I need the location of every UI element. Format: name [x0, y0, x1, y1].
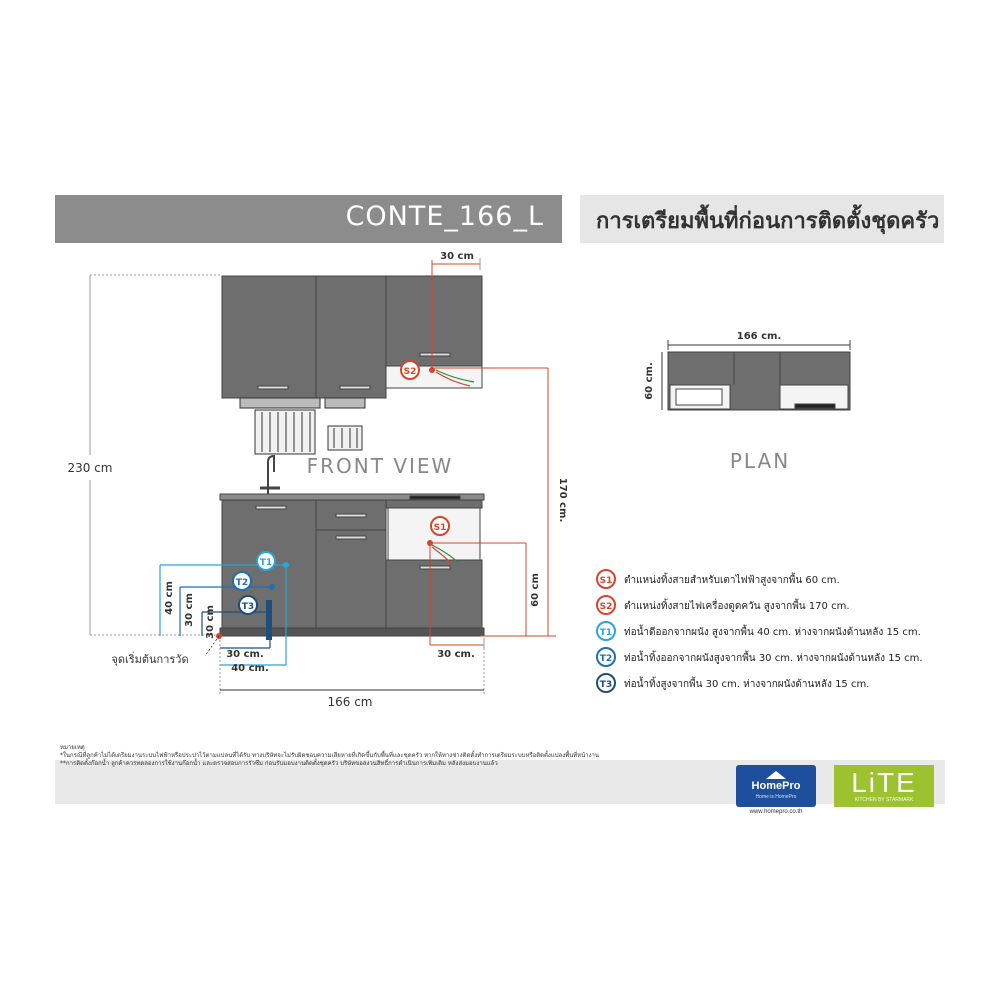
- upper-cabinets: [221, 275, 483, 399]
- svg-text:ตำแหน่งทิ้งสายสำหรับเตาไฟฟ้าสู: ตำแหน่งทิ้งสายสำหรับเตาไฟฟ้าสูงจากพื้น 6…: [624, 572, 840, 586]
- plan-depth-label: 60 cm.: [644, 362, 655, 400]
- svg-text:T3: T3: [600, 680, 612, 690]
- front-view-label: FRONT VIEW: [307, 454, 454, 478]
- notes: หมายเหตุ *ในกรณีที่ลูกค้าไม่ได้เตรียมงาน…: [60, 744, 620, 768]
- svg-text:ตำแหน่งทิ้งสายไฟเครื่องดูดควัน: ตำแหน่งทิ้งสายไฟเครื่องดูดควัน สูงจากพื้…: [624, 598, 850, 612]
- homepro-logo: HomePro Home is HomePro www.homepro.co.t…: [736, 765, 816, 817]
- legend-t3: T3 ท่อน้ำทิ้งสูงจากพื้น 30 cm. ห่างจากผน…: [596, 673, 869, 693]
- dim-60-label: 60 cm: [530, 573, 541, 607]
- svg-text:ท่อน้ำทิ้งออกจากผนังสูงจากพื้น: ท่อน้ำทิ้งออกจากผนังสูงจากพื้น 30 cm. ห่…: [624, 650, 923, 664]
- dim-230: [89, 274, 220, 636]
- start-point-leader: [204, 635, 220, 657]
- legend-t1: T1 ท่อน้ำดีออกจากผนัง สูงจากพื้น 40 cm. …: [596, 621, 921, 641]
- t1-marker: T1: [256, 551, 289, 571]
- svg-text:T1: T1: [600, 628, 612, 638]
- model-header: CONTE_166_L: [55, 195, 562, 243]
- dim-30b-left-label: 30 cm: [205, 605, 216, 639]
- dim-40-h-label: 40 cm.: [231, 663, 269, 674]
- legend: S1 ตำแหน่งทิ้งสายสำหรับเตาไฟฟ้าสูงจากพื้…: [596, 569, 923, 693]
- dim-40-left-label: 40 cm: [164, 581, 175, 615]
- dim-30-top-label: 30 cm: [440, 251, 474, 262]
- svg-text:T2: T2: [600, 654, 612, 664]
- model-name: CONTE_166_L: [345, 201, 544, 232]
- dim-30a-left-label: 30 cm: [184, 593, 195, 627]
- dim-166-label: 166 cm: [327, 695, 372, 709]
- s2-marker: S2: [400, 360, 435, 380]
- s2-cable: [435, 369, 475, 387]
- svg-text:S2: S2: [404, 367, 417, 377]
- house-icon: [766, 771, 786, 779]
- legend-t2: T2 ท่อน้ำทิ้งออกจากผนังสูงจากพื้น 30 cm.…: [596, 647, 923, 667]
- notes-heading: หมายเหตุ: [60, 744, 85, 751]
- dish-rack: [239, 397, 366, 455]
- svg-text:T2: T2: [236, 578, 248, 588]
- s1-cable: [431, 544, 459, 565]
- s2-dimensions: [431, 258, 556, 637]
- dim-230-label: 230 cm: [67, 461, 112, 475]
- svg-text:ท่อน้ำดีออกจากผนัง สูงจากพื้น: ท่อน้ำดีออกจากผนัง สูงจากพื้น 40 cm. ห่า…: [624, 624, 921, 638]
- s1-marker: S1: [427, 516, 450, 546]
- start-point-label: จุดเริ่มต้นการวัด: [111, 651, 188, 666]
- homepro-url: www.homepro.co.th: [749, 809, 803, 815]
- svg-text:S1: S1: [434, 523, 447, 533]
- svg-text:S1: S1: [600, 576, 613, 586]
- svg-text:S2: S2: [600, 602, 613, 612]
- svg-text:ท่อน้ำทิ้งสูงจากพื้น 30 cm. ห่: ท่อน้ำทิ้งสูงจากพื้น 30 cm. ห่างจากผนังด…: [624, 676, 869, 690]
- svg-text:T1: T1: [260, 558, 272, 568]
- faucet-icon: [260, 454, 280, 494]
- page-title: การเตรียมพื้นที่ก่อนการติดตั้งชุดครัว: [596, 209, 940, 234]
- base-cabinets: [219, 493, 485, 637]
- svg-text:T3: T3: [242, 602, 254, 612]
- dim-170-label: 170 cm.: [557, 478, 568, 523]
- legend-s2: S2 ตำแหน่งทิ้งสายไฟเครื่องดูดควัน สูงจาก…: [596, 595, 850, 615]
- notes-line-1: *ในกรณีที่ลูกค้าไม่ได้เตรียมงานระบบไฟฟ้า…: [60, 752, 599, 759]
- dim-30-h-label: 30 cm.: [226, 649, 264, 660]
- t2-dimensions: [179, 586, 272, 636]
- homepro-badge: HomePro Home is HomePro: [736, 765, 816, 807]
- plan-width-label: 166 cm.: [737, 331, 782, 342]
- t3-marker: T3: [238, 595, 258, 615]
- plan-label: PLAN: [730, 449, 790, 473]
- dim-166: [219, 640, 485, 695]
- notes-line-2: **การติดตั้งก๊อกน้ำ ลูกค้าควรทดลองการใช้…: [60, 760, 498, 767]
- plan-view: [661, 340, 851, 411]
- title-header: การเตรียมพื้นที่ก่อนการติดตั้งชุดครัว: [580, 195, 944, 243]
- lite-logo: LiTE KITCHEN BY STARMARK: [834, 765, 934, 807]
- drain-pipe: [266, 600, 272, 640]
- t2-marker: T2: [232, 571, 275, 591]
- legend-s1: S1 ตำแหน่งทิ้งสายสำหรับเตาไฟฟ้าสูงจากพื้…: [596, 569, 840, 589]
- dim-30-bottom-label: 30 cm.: [437, 649, 475, 660]
